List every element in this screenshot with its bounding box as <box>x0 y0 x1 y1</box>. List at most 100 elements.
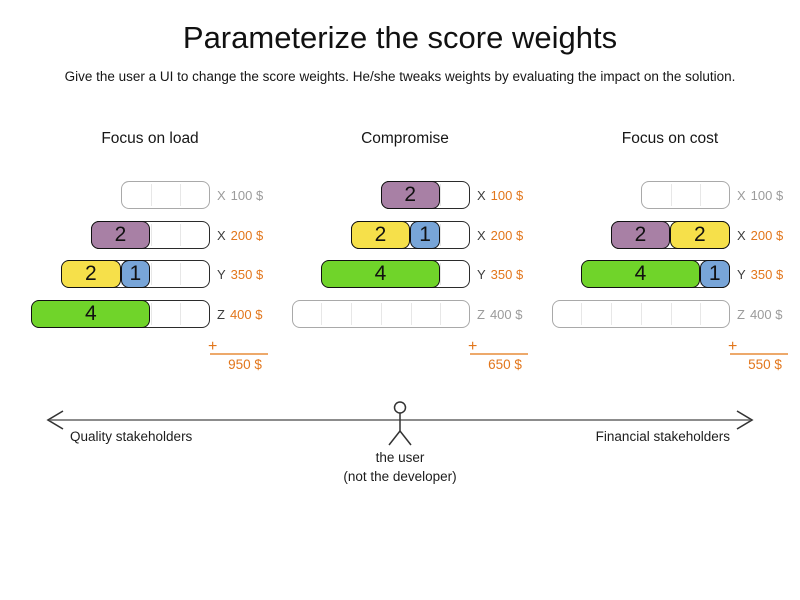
row-label-price: 400 $ <box>229 306 263 322</box>
cell-divider <box>150 184 152 206</box>
cell-divider <box>410 303 412 325</box>
cell-divider <box>180 224 182 246</box>
column-title: Compromise <box>361 130 449 147</box>
cell-divider <box>440 184 442 206</box>
row-label-price: 350 $ <box>750 266 784 282</box>
row-label-price: 100 $ <box>490 187 524 203</box>
weight-block: 2 <box>670 220 730 249</box>
cell-divider <box>700 184 702 206</box>
sum-total: 650 $ <box>488 357 522 372</box>
row-label-price: 100 $ <box>230 187 264 203</box>
cell-divider <box>150 263 152 285</box>
cell-divider <box>611 303 613 325</box>
weight-block: 1 <box>699 259 730 288</box>
sum-line <box>730 353 788 355</box>
weight-block: 1 <box>120 259 151 288</box>
sum-line <box>210 353 268 355</box>
row-label-price: 350 $ <box>490 266 524 282</box>
weight-row-box: 4 <box>321 259 470 288</box>
user-label-line2: (not the developer) <box>343 469 457 484</box>
sum-plus: + <box>728 338 738 355</box>
cell-divider <box>440 303 442 325</box>
column-title: Focus on load <box>101 130 199 147</box>
left-arrowhead-icon <box>46 410 64 430</box>
cell-divider <box>150 224 152 246</box>
cell-divider <box>670 184 672 206</box>
weight-row-box <box>551 300 730 328</box>
row-label-letter: Z <box>217 306 225 322</box>
weight-row-box <box>291 300 470 328</box>
weight-row-box <box>120 181 210 209</box>
cell-divider <box>180 303 182 325</box>
row-label-price: 200 $ <box>230 227 264 243</box>
row-label-letter: X <box>217 187 226 203</box>
cell-divider <box>440 263 442 285</box>
sum-plus: + <box>468 338 478 355</box>
weight-block: 2 <box>380 180 440 209</box>
cell-divider <box>700 303 702 325</box>
weight-block: 2 <box>350 220 411 249</box>
cell-divider <box>321 303 323 325</box>
row-label-price: 400 $ <box>749 306 783 322</box>
sum-total: 550 $ <box>748 357 782 372</box>
sum-total: 950 $ <box>228 357 262 372</box>
row-label-letter: X <box>477 227 486 243</box>
cell-divider <box>640 303 642 325</box>
right-arrowhead-icon <box>736 410 754 430</box>
cell-divider <box>581 303 583 325</box>
user-label-line1: the user <box>375 450 425 465</box>
financial-stakeholders-label: Financial stakeholders <box>595 429 730 444</box>
row-label-price: 100 $ <box>750 187 784 203</box>
cell-divider <box>351 303 353 325</box>
cell-divider <box>440 224 442 246</box>
row-label-letter: Y <box>737 266 746 282</box>
page-title: Parameterize the score weights <box>182 20 618 55</box>
weight-row-box: 2 <box>90 220 210 249</box>
column-title: Focus on cost <box>621 130 719 147</box>
page-subtitle: Give the user a UI to change the score w… <box>64 69 736 84</box>
weight-block: 2 <box>61 259 121 288</box>
user-stick-figure-icon <box>388 401 412 446</box>
weight-block: 1 <box>410 220 440 249</box>
row-label-price: 350 $ <box>230 266 264 282</box>
cell-divider <box>180 263 182 285</box>
weight-block: 4 <box>581 259 700 288</box>
row-label-price: 400 $ <box>489 306 523 322</box>
row-label-letter: Y <box>217 266 226 282</box>
weight-block: 2 <box>610 220 671 249</box>
row-label-price: 200 $ <box>750 227 784 243</box>
sum-line <box>470 353 528 355</box>
weight-row-box: 4 <box>31 299 210 328</box>
weight-block: 2 <box>90 220 151 249</box>
cell-divider <box>670 303 672 325</box>
row-label-letter: X <box>217 227 226 243</box>
row-label-letter: X <box>477 187 486 203</box>
cell-divider <box>150 303 152 325</box>
stakeholder-axis <box>46 401 754 446</box>
cell-divider <box>180 184 182 206</box>
weight-row-box: 2 <box>380 180 470 209</box>
weight-row-box <box>640 181 730 209</box>
row-label-letter: Z <box>737 306 745 322</box>
weight-block: 4 <box>321 259 440 288</box>
quality-stakeholders-label: Quality stakeholders <box>70 429 193 444</box>
weight-block: 4 <box>31 299 151 328</box>
row-label-letter: Y <box>477 266 486 282</box>
row-label-letter: X <box>737 227 746 243</box>
